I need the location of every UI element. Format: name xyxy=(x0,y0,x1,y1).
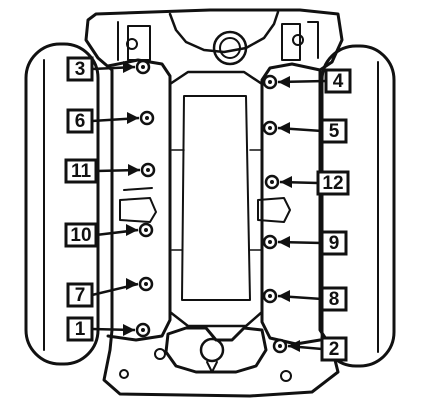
arrow-head-5 xyxy=(278,122,290,134)
bolt-center-10 xyxy=(144,228,148,232)
callout-number-9: 9 xyxy=(329,233,340,254)
arrow-head-2 xyxy=(288,340,300,352)
callout-box-1 xyxy=(66,316,94,342)
callout-12: 12 xyxy=(264,170,350,196)
callout-5: 5 xyxy=(262,118,348,144)
bolt-center-1 xyxy=(141,328,145,332)
callout-6: 6 xyxy=(66,108,155,134)
callout-11: 11 xyxy=(64,158,156,184)
bolt-center-6 xyxy=(145,116,149,120)
callout-1: 1 xyxy=(66,316,151,342)
callout-number-6: 6 xyxy=(75,111,86,132)
arrow-head-12 xyxy=(280,176,292,188)
arrow-head-6 xyxy=(127,112,139,124)
callout-10: 10 xyxy=(64,222,154,248)
coolant-outlet xyxy=(119,326,292,382)
callout-box-3 xyxy=(66,56,94,82)
callout-box-2 xyxy=(320,336,348,362)
callout-8: 8 xyxy=(262,286,348,312)
callout-box-10 xyxy=(64,222,98,248)
callout-2: 2 xyxy=(272,336,348,362)
callout-number-8: 8 xyxy=(329,289,340,310)
bolt-center-2 xyxy=(278,344,282,348)
arrow-head-7 xyxy=(126,278,138,290)
bolt-center-7 xyxy=(144,282,148,286)
callout-9: 9 xyxy=(262,230,348,256)
bolt-center-8 xyxy=(268,294,272,298)
arrow-head-8 xyxy=(278,290,290,302)
callout-number-11: 11 xyxy=(71,161,92,182)
callout-4: 4 xyxy=(262,68,352,94)
arrow-head-4 xyxy=(278,76,290,88)
bolt-center-11 xyxy=(146,168,150,172)
arrow-head-11 xyxy=(128,164,140,176)
callout-7: 7 xyxy=(66,276,154,308)
bolt-center-5 xyxy=(268,126,272,130)
callout-box-11 xyxy=(64,158,98,184)
callout-number-12: 12 xyxy=(322,173,343,194)
callout-number-5: 5 xyxy=(329,121,340,142)
arrow-head-9 xyxy=(278,236,290,248)
callout-number-2: 2 xyxy=(329,339,340,360)
arrow-head-10 xyxy=(126,224,138,236)
callout-box-7 xyxy=(66,282,94,308)
bolt-center-3 xyxy=(141,65,145,69)
left-runner-block xyxy=(106,58,172,342)
callout-box-6 xyxy=(66,108,94,134)
bolt-center-4 xyxy=(268,80,272,84)
plenum xyxy=(168,70,264,328)
callout-box-12 xyxy=(316,170,350,196)
right-cylinder-head xyxy=(320,44,396,368)
callout-number-10: 10 xyxy=(70,225,91,246)
callout-box-8 xyxy=(320,286,348,312)
bolt-center-9 xyxy=(268,240,272,244)
callout-box-4 xyxy=(324,68,352,94)
arrow-head-3 xyxy=(123,61,135,73)
callout-box-5 xyxy=(320,118,348,144)
callout-number-4: 4 xyxy=(333,71,344,92)
callout-number-1: 1 xyxy=(75,319,86,340)
bolt-center-12 xyxy=(270,180,274,184)
callout-number-3: 3 xyxy=(75,59,86,80)
left-cylinder-head xyxy=(24,42,100,366)
callout-number-7: 7 xyxy=(75,285,86,306)
callout-3: 3 xyxy=(66,56,151,82)
manifold-body xyxy=(84,8,344,398)
arrow-head-1 xyxy=(123,324,135,336)
callout-box-9 xyxy=(320,230,348,256)
